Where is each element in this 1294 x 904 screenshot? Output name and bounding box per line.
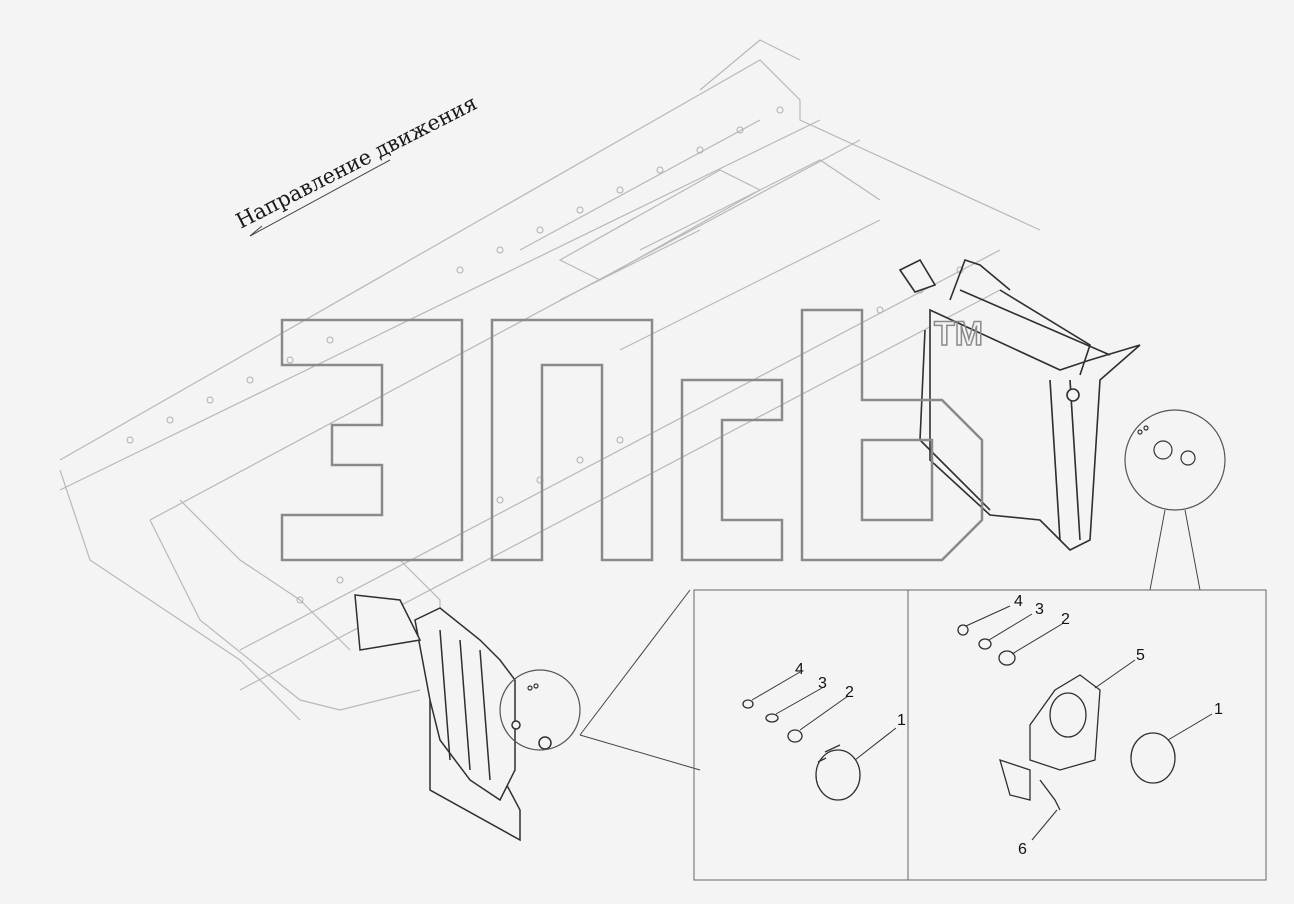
callout-right-2: 2 (1061, 611, 1070, 628)
callout-left-2: 2 (845, 684, 854, 701)
callout-left-4: 4 (795, 661, 804, 678)
callout-left-3: 3 (818, 675, 827, 692)
watermark-logo: TM (280, 308, 984, 562)
callout-right-3: 3 (1035, 601, 1044, 618)
callout-right-1: 1 (1214, 701, 1223, 718)
callout-left-1: 1 (897, 712, 906, 729)
callout-right-6: 6 (1018, 841, 1027, 858)
svg-text:TM: TM (934, 315, 983, 353)
callout-right-4: 4 (1014, 593, 1023, 610)
callout-right-5: 5 (1136, 647, 1145, 664)
